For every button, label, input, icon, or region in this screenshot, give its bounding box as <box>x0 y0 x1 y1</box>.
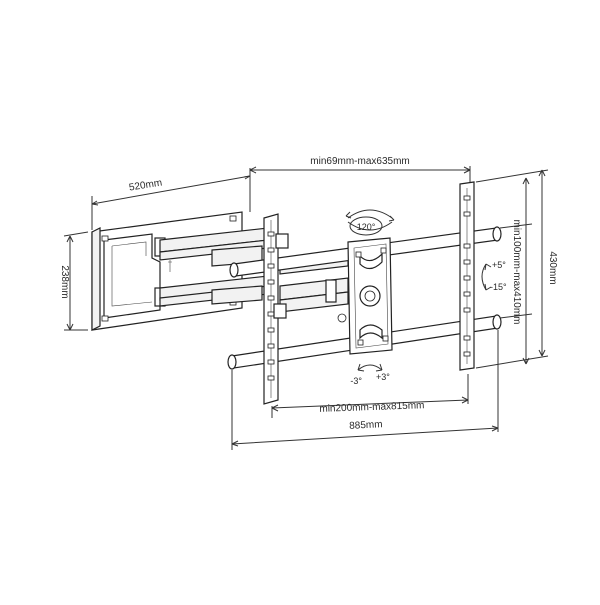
depth-label: 520mm <box>128 177 163 193</box>
right-vertical-bracket <box>459 181 475 371</box>
level-left-label: -3° <box>350 376 362 386</box>
tilt-up-label: +5° <box>492 260 506 270</box>
total-width-label: 885mm <box>349 419 383 432</box>
rotation-arc-top <box>347 209 393 219</box>
left-vertical-bracket <box>263 213 289 405</box>
plate-height-label: 430mm <box>547 251 558 284</box>
tilt-down-label: -15° <box>490 282 507 292</box>
horizontal-spacing-label: min200mm-max815mm <box>319 400 424 415</box>
wall-plate <box>91 211 243 331</box>
tilt-arc <box>481 263 487 291</box>
rotation-badge <box>349 216 383 236</box>
level-right-label: +3° <box>376 372 390 382</box>
height-label: 238mm <box>59 265 70 298</box>
motion-arrows <box>345 209 492 372</box>
center-pivot-plate <box>347 237 393 355</box>
level-arc <box>357 364 383 371</box>
level-mark <box>168 260 172 272</box>
rotation-label: 120° <box>357 222 376 232</box>
dimension-lines <box>63 166 549 450</box>
arm-extension-label: min69mm-max635mm <box>310 156 409 167</box>
vertical-spacing-label: min100mm-max410mm <box>511 219 522 324</box>
